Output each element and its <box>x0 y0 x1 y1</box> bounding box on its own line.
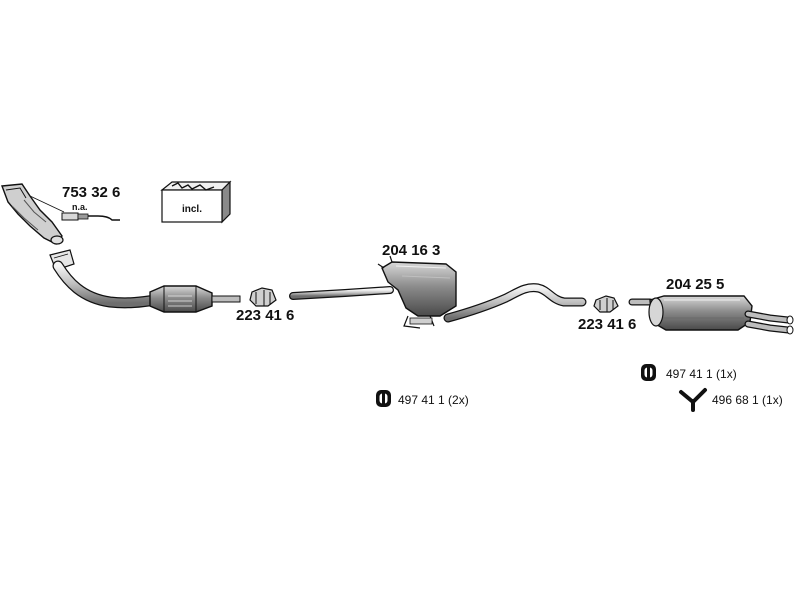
mounting-kit-icon: incl. <box>160 180 232 224</box>
hanger-middle-part-number: 497 41 1 (2x) <box>398 393 469 407</box>
y-holder-icon <box>679 388 707 412</box>
holder-rear-part-number: 496 68 1 (1x) <box>712 393 783 407</box>
front-pipe <box>52 260 162 309</box>
rear-silencer-part-number: 204 25 5 <box>666 276 725 293</box>
clamp-left <box>249 287 277 307</box>
middle-silencer-part-number: 204 16 3 <box>382 242 441 259</box>
rear-pipe <box>443 283 587 323</box>
lambda-sensor <box>29 195 120 221</box>
hanger-rear-part-number: 497 41 1 (1x) <box>666 367 737 381</box>
hanger-ring-icon <box>641 364 656 381</box>
sensor-part-number: 753 32 6 <box>62 184 121 201</box>
rear-silencer <box>628 295 794 335</box>
kit-label: incl. <box>182 204 202 215</box>
clamp-right <box>593 295 619 313</box>
clamp-left-part-number: 223 41 6 <box>236 307 295 324</box>
hanger-ring-icon <box>376 390 391 407</box>
catalytic-converter <box>149 285 241 313</box>
sensor-note: n.a. <box>72 202 88 212</box>
exhaust-manifold <box>1 183 64 245</box>
middle-silencer <box>377 255 457 329</box>
clamp-right-part-number: 223 41 6 <box>578 316 637 333</box>
intermediate-pipe <box>289 286 394 300</box>
